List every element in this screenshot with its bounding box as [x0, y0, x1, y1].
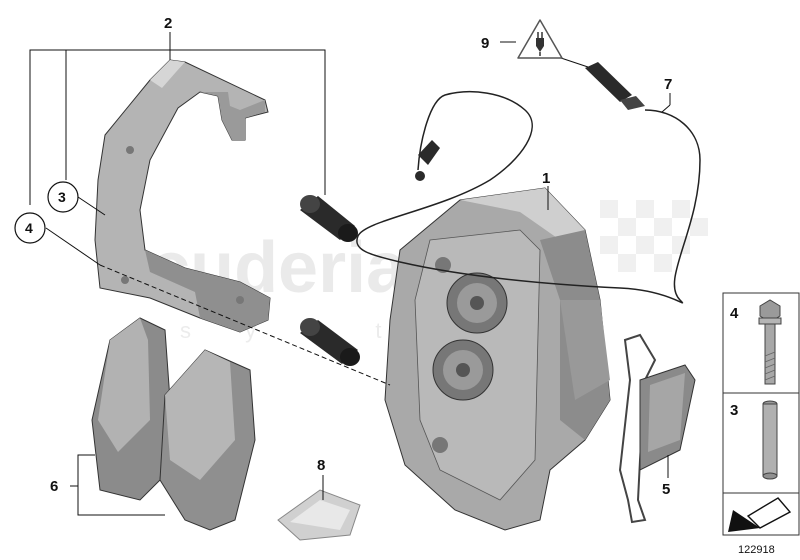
- callout-5: 5: [662, 481, 670, 498]
- caliper-carrier-bracket: [94, 59, 271, 333]
- brake-pad-inner: [91, 317, 171, 501]
- guide-sleeve-lower: [300, 318, 360, 366]
- wear-sensor-tip: [415, 140, 440, 181]
- checkered-flag-watermark: [600, 200, 708, 272]
- callout-3: 3: [58, 189, 66, 205]
- legend-panel-bolt: 4: [722, 292, 800, 394]
- bolt-icon: [758, 299, 782, 385]
- anti-rattle-spring: [618, 333, 696, 524]
- callout-7: 7: [664, 76, 672, 93]
- legend-label-4: 4: [730, 305, 739, 322]
- callout-9: 9: [481, 35, 489, 52]
- wear-sensor-plug: [585, 62, 645, 110]
- callout-4-circle: 4: [14, 212, 46, 244]
- legend-label-3: 3: [730, 402, 738, 419]
- guide-sleeve-upper: [300, 195, 358, 242]
- diagram-number: 122918: [738, 544, 775, 556]
- callout-8: 8: [317, 457, 325, 474]
- legend-panel-sleeve: 3: [722, 392, 800, 494]
- callout-6: 6: [50, 478, 58, 495]
- callout-4: 4: [25, 220, 33, 236]
- wear-sensor-cable: [356, 91, 701, 304]
- callout-2: 2: [164, 15, 172, 32]
- callout-3-circle: 3: [47, 181, 79, 213]
- callout-1: 1: [542, 170, 550, 187]
- guide-bushing-icon: [762, 400, 778, 480]
- installation-direction-arrow-icon: [728, 497, 792, 532]
- leader-lines: [29, 32, 671, 516]
- legend-panel-arrow: [722, 492, 800, 536]
- grease-packet: [277, 489, 361, 541]
- brake-pad-outer: [159, 349, 256, 531]
- electrical-plug-warning-icon: [517, 19, 563, 59]
- brake-caliper: [384, 187, 611, 531]
